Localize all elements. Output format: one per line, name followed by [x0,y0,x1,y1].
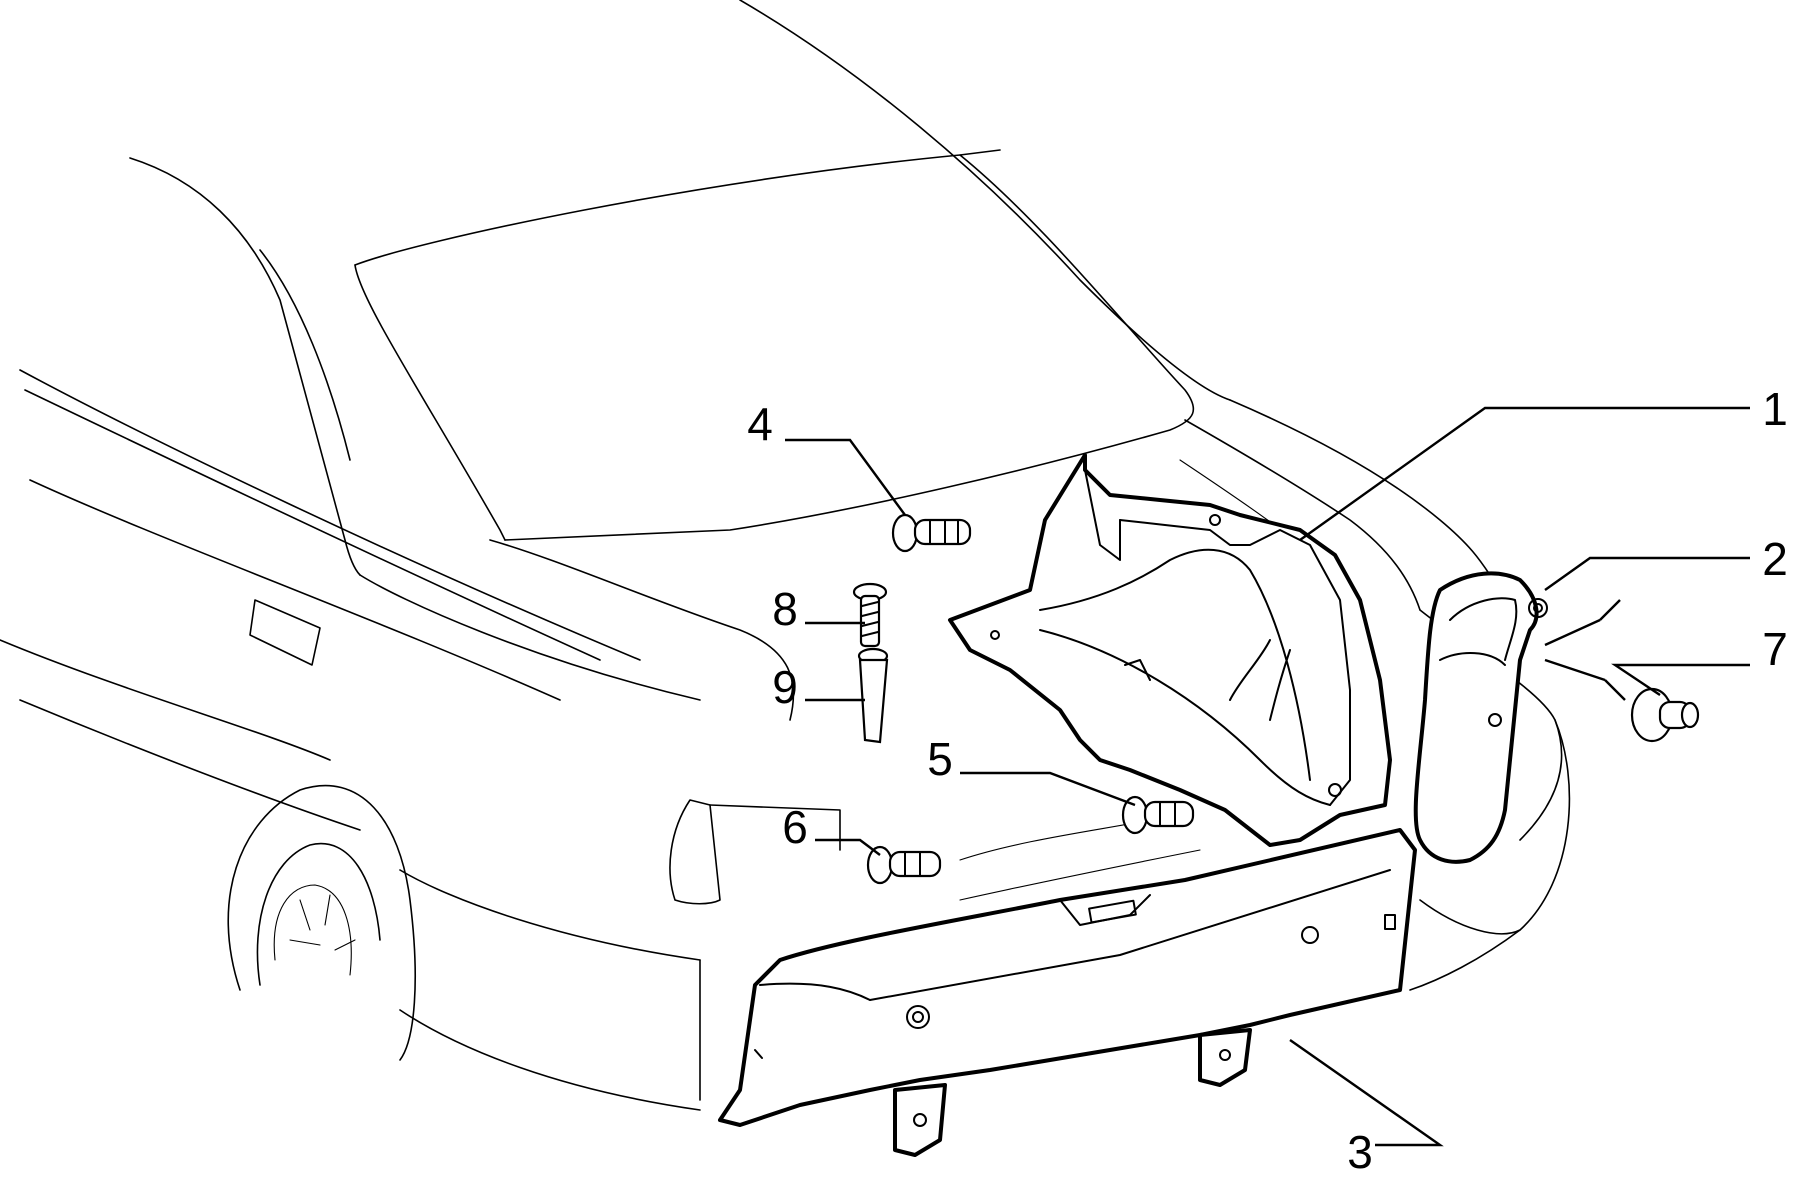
callout-3: 3 [1347,1126,1373,1178]
callout-6: 6 [782,801,808,853]
callout-9: 9 [772,661,798,713]
part-4-push-clip [891,513,972,553]
part-9-plug-sleeve [857,647,889,744]
callout-8: 8 [772,583,798,635]
part-6-push-clip [866,845,942,885]
part-7-grommet [1630,687,1700,743]
part-3-rear-sill-trim [718,828,1417,1157]
leader-lines [785,406,1750,1147]
part-2-lamp-cover-panel [1413,571,1548,864]
callout-5: 5 [927,733,953,785]
callout-2: 2 [1762,533,1788,585]
callout-7: 7 [1762,623,1788,675]
callout-1: 1 [1762,383,1788,435]
callout-labels: 1 2 3 4 5 6 7 8 9 [747,383,1788,1178]
car-body-outline [0,0,1571,1111]
part-5-push-clip [1121,795,1195,835]
callout-4: 4 [747,398,773,450]
part-1-trunk-side-lining [948,453,1392,847]
part-8-screw [852,582,888,648]
